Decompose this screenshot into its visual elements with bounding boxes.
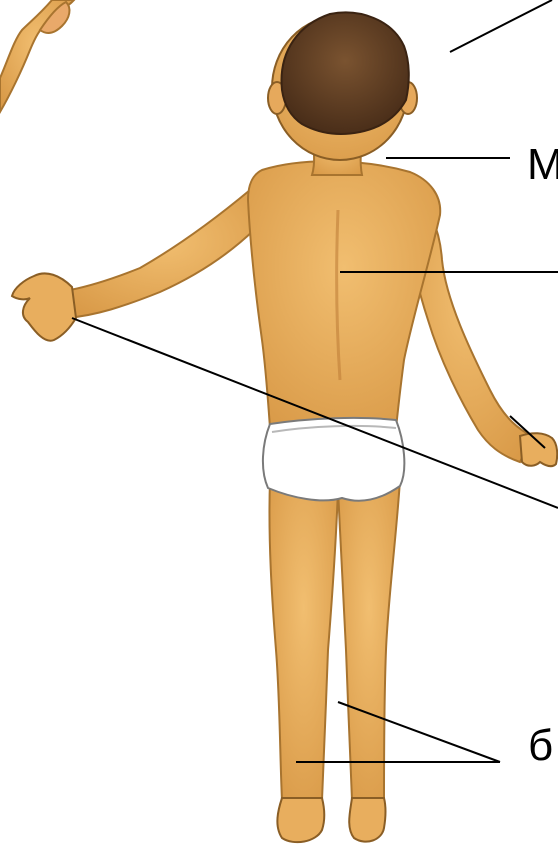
left-foot: [277, 798, 324, 842]
neck-label: М: [527, 143, 558, 187]
right-hand: [520, 433, 557, 466]
right-foot: [349, 798, 385, 842]
legs-label: б: [528, 724, 553, 768]
leader-line-head: [450, 0, 552, 52]
left-arm: [66, 190, 262, 318]
left-leg: [269, 480, 338, 800]
right-leg: [338, 480, 400, 800]
left-hand: [12, 273, 76, 340]
torso: [248, 161, 440, 428]
hair: [282, 12, 409, 133]
